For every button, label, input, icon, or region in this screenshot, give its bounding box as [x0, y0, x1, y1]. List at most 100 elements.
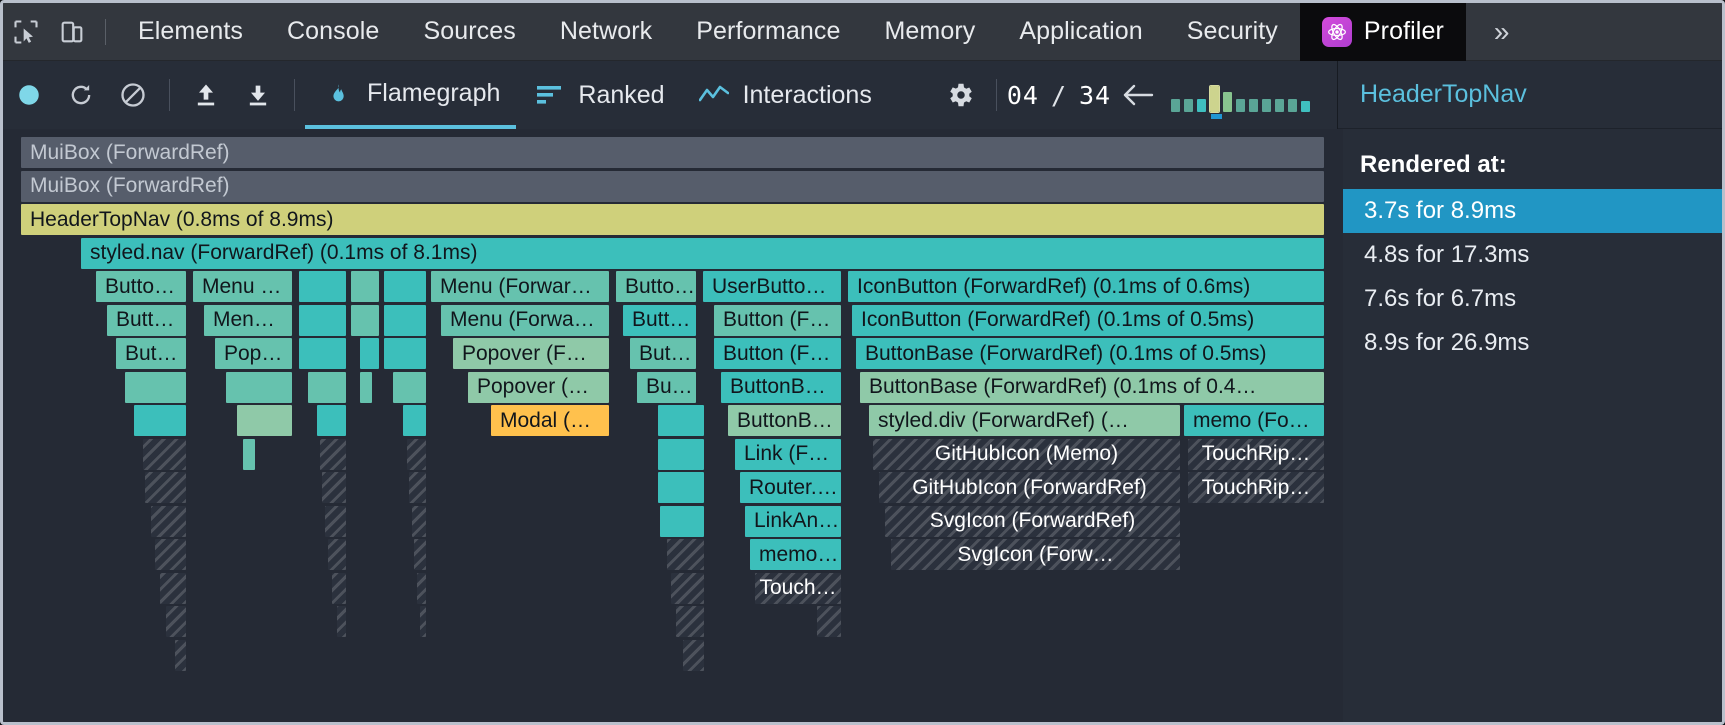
flamegraph-frame-untitled[interactable] [393, 372, 426, 403]
snapshot-bar[interactable] [1301, 101, 1310, 112]
tab-application[interactable]: Application [997, 3, 1164, 61]
flamegraph-frame[interactable]: GitHubIcon (ForwardRef) [879, 472, 1180, 503]
flamegraph-frame-untitled[interactable] [658, 405, 704, 436]
flamegraph-frame[interactable]: Touch… [755, 573, 841, 604]
flamegraph-frame-untitled[interactable] [317, 405, 346, 436]
flamegraph-frame[interactable]: Button (F… [714, 305, 841, 336]
flamegraph-frame-untitled[interactable] [384, 305, 426, 336]
commit-snapshot-bars[interactable] [1171, 78, 1314, 112]
flamegraph-frame-untitled[interactable] [308, 372, 346, 403]
load-profile-button[interactable] [180, 61, 232, 129]
flamegraph-frame[interactable]: Men… [204, 305, 292, 336]
flamegraph-frame[interactable]: Menu (Forwar… [431, 271, 609, 302]
settings-gear-icon[interactable] [934, 61, 986, 129]
flamegraph-frame[interactable]: ButtonB… [728, 405, 841, 436]
flamegraph-frame-untitled[interactable] [143, 439, 186, 470]
flamegraph-frame-untitled[interactable] [360, 338, 379, 369]
tab-interactions[interactable]: Interactions [681, 61, 888, 129]
flamegraph-frame-untitled[interactable] [299, 338, 346, 369]
record-button[interactable] [3, 61, 55, 129]
device-toolbar-icon[interactable] [49, 9, 95, 55]
render-list-item[interactable]: 4.8s for 17.3ms [1338, 233, 1722, 277]
flamegraph-frame[interactable]: Router.… [740, 472, 841, 503]
flamegraph-frame[interactable]: SvgIcon (ForwardRef) [885, 506, 1180, 537]
flamegraph-frame[interactable]: GitHubIcon (Memo) [873, 439, 1180, 470]
flamegraph-frame-untitled[interactable] [403, 405, 426, 436]
tab-profiler[interactable]: Profiler [1300, 3, 1466, 61]
flamegraph-frame-untitled[interactable] [412, 506, 426, 537]
flamegraph-frame-untitled[interactable] [671, 573, 704, 604]
flamegraph-frame-untitled[interactable] [667, 539, 704, 570]
flamegraph-frame-untitled[interactable] [125, 372, 186, 403]
flamegraph-frame[interactable]: Modal (… [491, 405, 609, 436]
flamegraph-frame-untitled[interactable] [658, 439, 704, 470]
tab-ranked[interactable]: Ranked [516, 61, 680, 129]
flamegraph-frame[interactable]: Link (F… [735, 439, 841, 470]
flamegraph-frame-untitled[interactable] [166, 606, 186, 637]
flamegraph-frame-untitled[interactable] [337, 606, 346, 637]
flamegraph-frame[interactable]: styled.nav (ForwardRef) (0.1ms of 8.1ms) [81, 238, 1324, 269]
flamegraph-frame[interactable]: UserButto… [703, 271, 841, 302]
flamegraph-frame-untitled[interactable] [414, 539, 426, 570]
flamegraph-frame-untitled[interactable] [658, 472, 704, 503]
flamegraph-frame[interactable]: MuiBox (ForwardRef) [21, 137, 1324, 168]
flamegraph-frame[interactable]: But… [630, 338, 696, 369]
flamegraph-frame[interactable]: ButtonBase (ForwardRef) (0.1ms of 0.5ms) [856, 338, 1324, 369]
snapshot-bar[interactable] [1262, 99, 1271, 112]
flamegraph-frame[interactable]: LinkAn… [745, 506, 841, 537]
flamegraph-frame[interactable]: Pop… [215, 338, 292, 369]
flamegraph-frame-untitled[interactable] [676, 606, 704, 637]
flamegraph-frame-untitled[interactable] [299, 271, 346, 302]
flamegraph-frame-untitled[interactable] [243, 439, 255, 470]
flamegraph-frame-untitled[interactable] [817, 606, 841, 637]
snapshot-bar-selected[interactable] [1210, 86, 1219, 112]
flamegraph-frame-untitled[interactable] [320, 439, 346, 470]
flamegraph-frame-untitled[interactable] [145, 472, 186, 503]
flamegraph-frame[interactable]: HeaderTopNav (0.8ms of 8.9ms) [21, 204, 1324, 235]
flamegraph-frame-untitled[interactable] [237, 405, 292, 436]
flamegraph-frame[interactable]: Butt… [623, 305, 696, 336]
flamegraph-frame[interactable]: But… [116, 338, 186, 369]
flamegraph-frame[interactable]: ButtonB… [721, 372, 841, 403]
flamegraph-chart[interactable]: MuiBox (ForwardRef)MuiBox (ForwardRef)He… [3, 129, 1343, 725]
flamegraph-frame[interactable]: Button (F… [714, 338, 841, 369]
snapshot-bar[interactable] [1249, 99, 1258, 112]
flamegraph-frame-untitled[interactable] [155, 539, 186, 570]
flamegraph-frame-untitled[interactable] [160, 573, 186, 604]
snapshot-bar[interactable] [1275, 99, 1284, 112]
flamegraph-frame-untitled[interactable] [351, 305, 379, 336]
render-list-item[interactable]: 3.7s for 8.9ms [1338, 189, 1722, 233]
tab-sources[interactable]: Sources [401, 3, 537, 61]
snapshot-bar[interactable] [1184, 99, 1193, 112]
flamegraph-frame-untitled[interactable] [175, 640, 186, 671]
tab-memory[interactable]: Memory [862, 3, 997, 61]
flamegraph-frame-untitled[interactable] [384, 271, 426, 302]
prev-commit-button[interactable] [1111, 61, 1165, 129]
flamegraph-frame-untitled[interactable] [683, 640, 704, 671]
flamegraph-frame[interactable]: MuiBox (ForwardRef) [21, 171, 1324, 202]
clear-profiling-button[interactable] [107, 61, 159, 129]
tab-security[interactable]: Security [1165, 3, 1300, 61]
flamegraph-frame[interactable]: memo… [750, 539, 841, 570]
render-list-item[interactable]: 7.6s for 6.7ms [1338, 277, 1722, 321]
snapshot-bar[interactable] [1223, 92, 1232, 112]
flamegraph-frame-untitled[interactable] [360, 372, 372, 403]
flamegraph-frame-untitled[interactable] [351, 271, 379, 302]
more-tabs-chevron-icon[interactable]: » [1480, 3, 1524, 61]
flamegraph-frame-untitled[interactable] [322, 472, 346, 503]
flamegraph-frame[interactable]: Butto… [616, 271, 696, 302]
flamegraph-frame[interactable]: SvgIcon (Forw… [891, 539, 1180, 570]
flamegraph-frame-untitled[interactable] [328, 539, 346, 570]
save-profile-button[interactable] [232, 61, 284, 129]
flamegraph-frame-untitled[interactable] [407, 439, 426, 470]
flamegraph-frame-untitled[interactable] [226, 372, 292, 403]
tab-flamegraph[interactable]: Flamegraph [305, 61, 516, 129]
snapshot-bar[interactable] [1171, 99, 1180, 112]
flamegraph-frame[interactable]: TouchRip… [1188, 472, 1324, 503]
snapshot-bar[interactable] [1288, 99, 1297, 112]
flamegraph-frame-untitled[interactable] [420, 606, 426, 637]
flamegraph-frame-untitled[interactable] [409, 472, 426, 503]
flamegraph-frame[interactable]: memo (Fo… [1184, 405, 1324, 436]
flamegraph-frame-untitled[interactable] [332, 573, 346, 604]
flamegraph-frame-untitled[interactable] [417, 573, 426, 604]
